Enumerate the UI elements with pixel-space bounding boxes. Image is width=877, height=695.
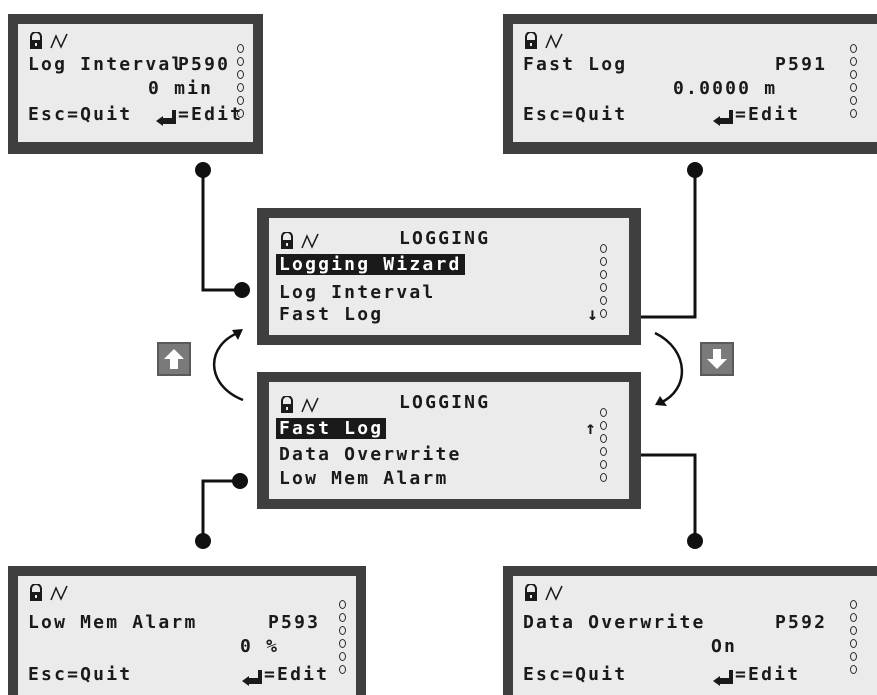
menu-item-fast-log[interactable]: Fast Log	[279, 304, 384, 325]
param-name: Data Overwrite	[523, 612, 706, 633]
scroll-up-indicator: ↑	[585, 418, 599, 439]
menu-title: LOGGING	[399, 228, 491, 249]
param-name: Low Mem Alarm	[28, 612, 198, 633]
waveform-icon	[301, 233, 319, 249]
edit-hint: =Edit	[735, 664, 801, 685]
param-screen-data-overwrite: Data Overwrite P592 On Esc=Quit =Edit	[503, 566, 877, 695]
waveform-icon	[50, 585, 68, 601]
param-screen-fast-log: Fast Log P591 0.0000 m Esc=Quit =Edit	[503, 14, 877, 154]
enter-key-icon	[242, 670, 262, 686]
quit-hint: Esc=Quit	[28, 664, 133, 685]
quit-hint: Esc=Quit	[523, 104, 628, 125]
logging-menu-screen-1: LOGGING Logging Wizard Log Interval Fast…	[257, 208, 641, 345]
lock-icon	[525, 32, 537, 49]
lock-icon	[281, 232, 293, 249]
edit-hint: =Edit	[178, 104, 244, 125]
menu-item-log-interval[interactable]: Log Interval	[279, 282, 436, 303]
param-value: 0 min	[148, 78, 214, 99]
lock-icon	[525, 584, 537, 601]
param-code: P592	[775, 612, 828, 633]
down-arrow-button[interactable]	[700, 342, 734, 376]
menu-title: LOGGING	[399, 392, 491, 413]
up-arrow-button[interactable]	[157, 342, 191, 376]
param-screen-log-interval: Log Interval P590 0 min Esc=Quit =Edit	[8, 14, 263, 154]
quit-hint: Esc=Quit	[523, 664, 628, 685]
enter-key-icon	[713, 110, 733, 126]
lock-icon	[30, 584, 42, 601]
param-code: P593	[268, 612, 321, 633]
param-value: 0.0000 m	[673, 78, 778, 99]
param-screen-low-mem-alarm: Low Mem Alarm P593 0 % Esc=Quit =Edit	[8, 566, 366, 695]
param-value: On	[711, 636, 738, 657]
quit-hint: Esc=Quit	[28, 104, 133, 125]
menu-item-low-mem-alarm[interactable]: Low Mem Alarm	[279, 468, 449, 489]
enter-key-icon	[713, 670, 733, 686]
param-name: Log Interval	[28, 54, 185, 75]
waveform-icon	[545, 33, 563, 49]
menu-item-fast-log[interactable]: Fast Log	[276, 418, 387, 440]
waveform-icon	[50, 33, 68, 49]
edit-hint: =Edit	[735, 104, 801, 125]
waveform-icon	[301, 397, 319, 413]
edit-hint: =Edit	[264, 664, 330, 685]
param-name: Fast Log	[523, 54, 628, 75]
lock-icon	[30, 32, 42, 49]
param-value: 0 %	[240, 636, 280, 657]
logging-menu-screen-2: LOGGING Fast Log ↑ Data Overwrite Low Me…	[257, 372, 641, 509]
param-code: P590	[178, 54, 231, 75]
waveform-icon	[545, 585, 563, 601]
lock-icon	[281, 396, 293, 413]
enter-key-icon	[156, 110, 176, 126]
menu-item-data-overwrite[interactable]: Data Overwrite	[279, 444, 462, 465]
param-code: P591	[775, 54, 828, 75]
scroll-down-indicator: ↓	[587, 304, 601, 325]
menu-item-logging-wizard[interactable]: Logging Wizard	[276, 254, 465, 276]
